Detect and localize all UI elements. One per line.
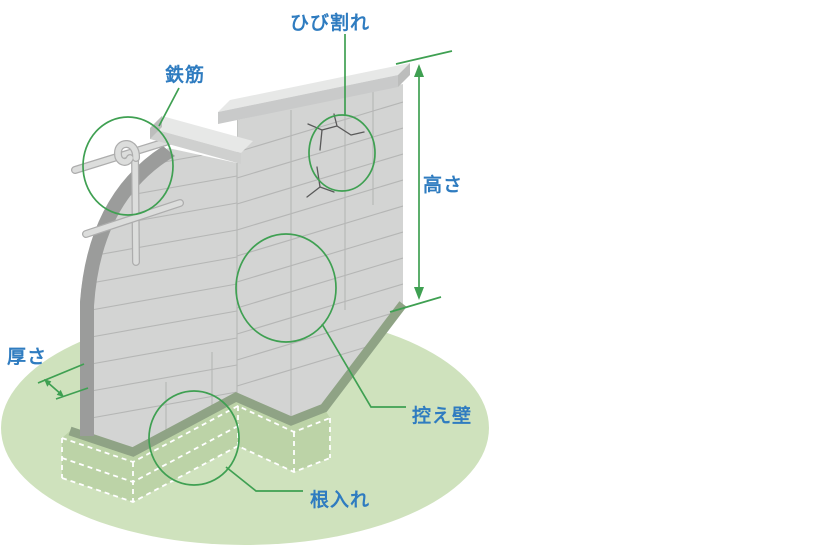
label-embedment: 根入れ bbox=[310, 488, 370, 511]
rebar-illustration bbox=[71, 136, 184, 266]
label-height: 高さ bbox=[423, 173, 463, 196]
annotation-circle-buttress bbox=[235, 233, 337, 343]
annotation-circle-foundation bbox=[148, 390, 240, 486]
height-dimension bbox=[389, 50, 453, 313]
leader-lines bbox=[158, 34, 406, 492]
annotation-circles bbox=[82, 114, 376, 486]
foundation-zone bbox=[62, 397, 330, 502]
block-wall bbox=[68, 63, 410, 457]
wall-cut-section bbox=[80, 146, 175, 436]
wall-cap bbox=[150, 63, 410, 164]
callout-labels: ひび割れ 鉄筋 高さ 厚さ 控え壁 根入れ bbox=[7, 11, 472, 511]
label-rebar: 鉄筋 bbox=[165, 63, 205, 86]
annotation-circle-rebar bbox=[82, 116, 174, 216]
wall-face bbox=[80, 84, 403, 455]
label-crack: ひび割れ bbox=[290, 11, 370, 34]
leader-buttress bbox=[321, 323, 406, 408]
label-thickness: 厚さ bbox=[7, 346, 47, 368]
label-buttress: 控え壁 bbox=[412, 404, 472, 427]
annotation-circle-crack bbox=[308, 114, 376, 192]
leader-embedment bbox=[225, 466, 303, 492]
thickness-dimension bbox=[37, 363, 89, 400]
wall-base-strip bbox=[68, 301, 407, 457]
leader-rebar bbox=[158, 87, 180, 127]
